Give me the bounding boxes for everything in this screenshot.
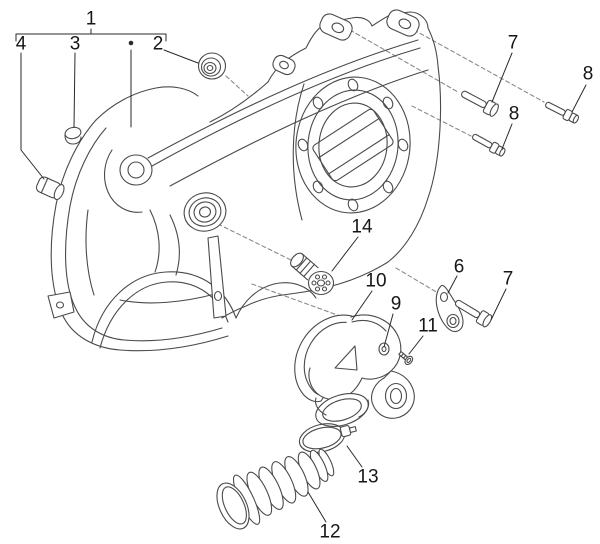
small-boss bbox=[183, 192, 227, 232]
bolt-7-top-art bbox=[461, 90, 499, 117]
callout-14: 14 bbox=[351, 216, 373, 238]
hose-12-art bbox=[216, 448, 335, 530]
callout-13: 13 bbox=[357, 466, 379, 488]
callout-8-right: 8 bbox=[582, 63, 594, 85]
bolt-7-low-art bbox=[454, 299, 493, 328]
bumper-4-art bbox=[35, 176, 65, 201]
callout-4: 4 bbox=[15, 33, 27, 55]
callout-8-mid: 8 bbox=[508, 103, 520, 125]
callout-7-low: 7 bbox=[502, 268, 514, 290]
boss-bolt-holes bbox=[297, 78, 409, 212]
bolt-8-right-art bbox=[545, 101, 580, 124]
callout-6: 6 bbox=[453, 256, 465, 278]
callout-3: 3 bbox=[69, 33, 81, 55]
grommet-2-art bbox=[197, 52, 227, 80]
callout-leaders bbox=[15, 28, 587, 523]
bracket-6-art bbox=[435, 284, 464, 333]
air-housing-art bbox=[294, 314, 415, 427]
callout-9: 9 bbox=[390, 293, 402, 315]
clamp-13-art bbox=[298, 423, 357, 453]
assembly-axis-dashes bbox=[217, 29, 545, 357]
cap-3-art bbox=[64, 126, 82, 145]
callout-10: 10 bbox=[365, 270, 387, 292]
crankcase-cover-art bbox=[147, 9, 442, 319]
inner-cover-art bbox=[47, 86, 317, 352]
callout-7-top: 7 bbox=[507, 32, 519, 54]
callout-2: 2 bbox=[152, 33, 164, 55]
callout-12: 12 bbox=[319, 521, 341, 543]
callout-11: 11 bbox=[418, 315, 438, 337]
sight-window bbox=[312, 108, 394, 182]
screw-11-art bbox=[398, 351, 414, 366]
plug-14-art bbox=[290, 252, 335, 296]
bolt-8-mid-art bbox=[471, 133, 506, 157]
callout-1: 1 bbox=[85, 8, 97, 30]
